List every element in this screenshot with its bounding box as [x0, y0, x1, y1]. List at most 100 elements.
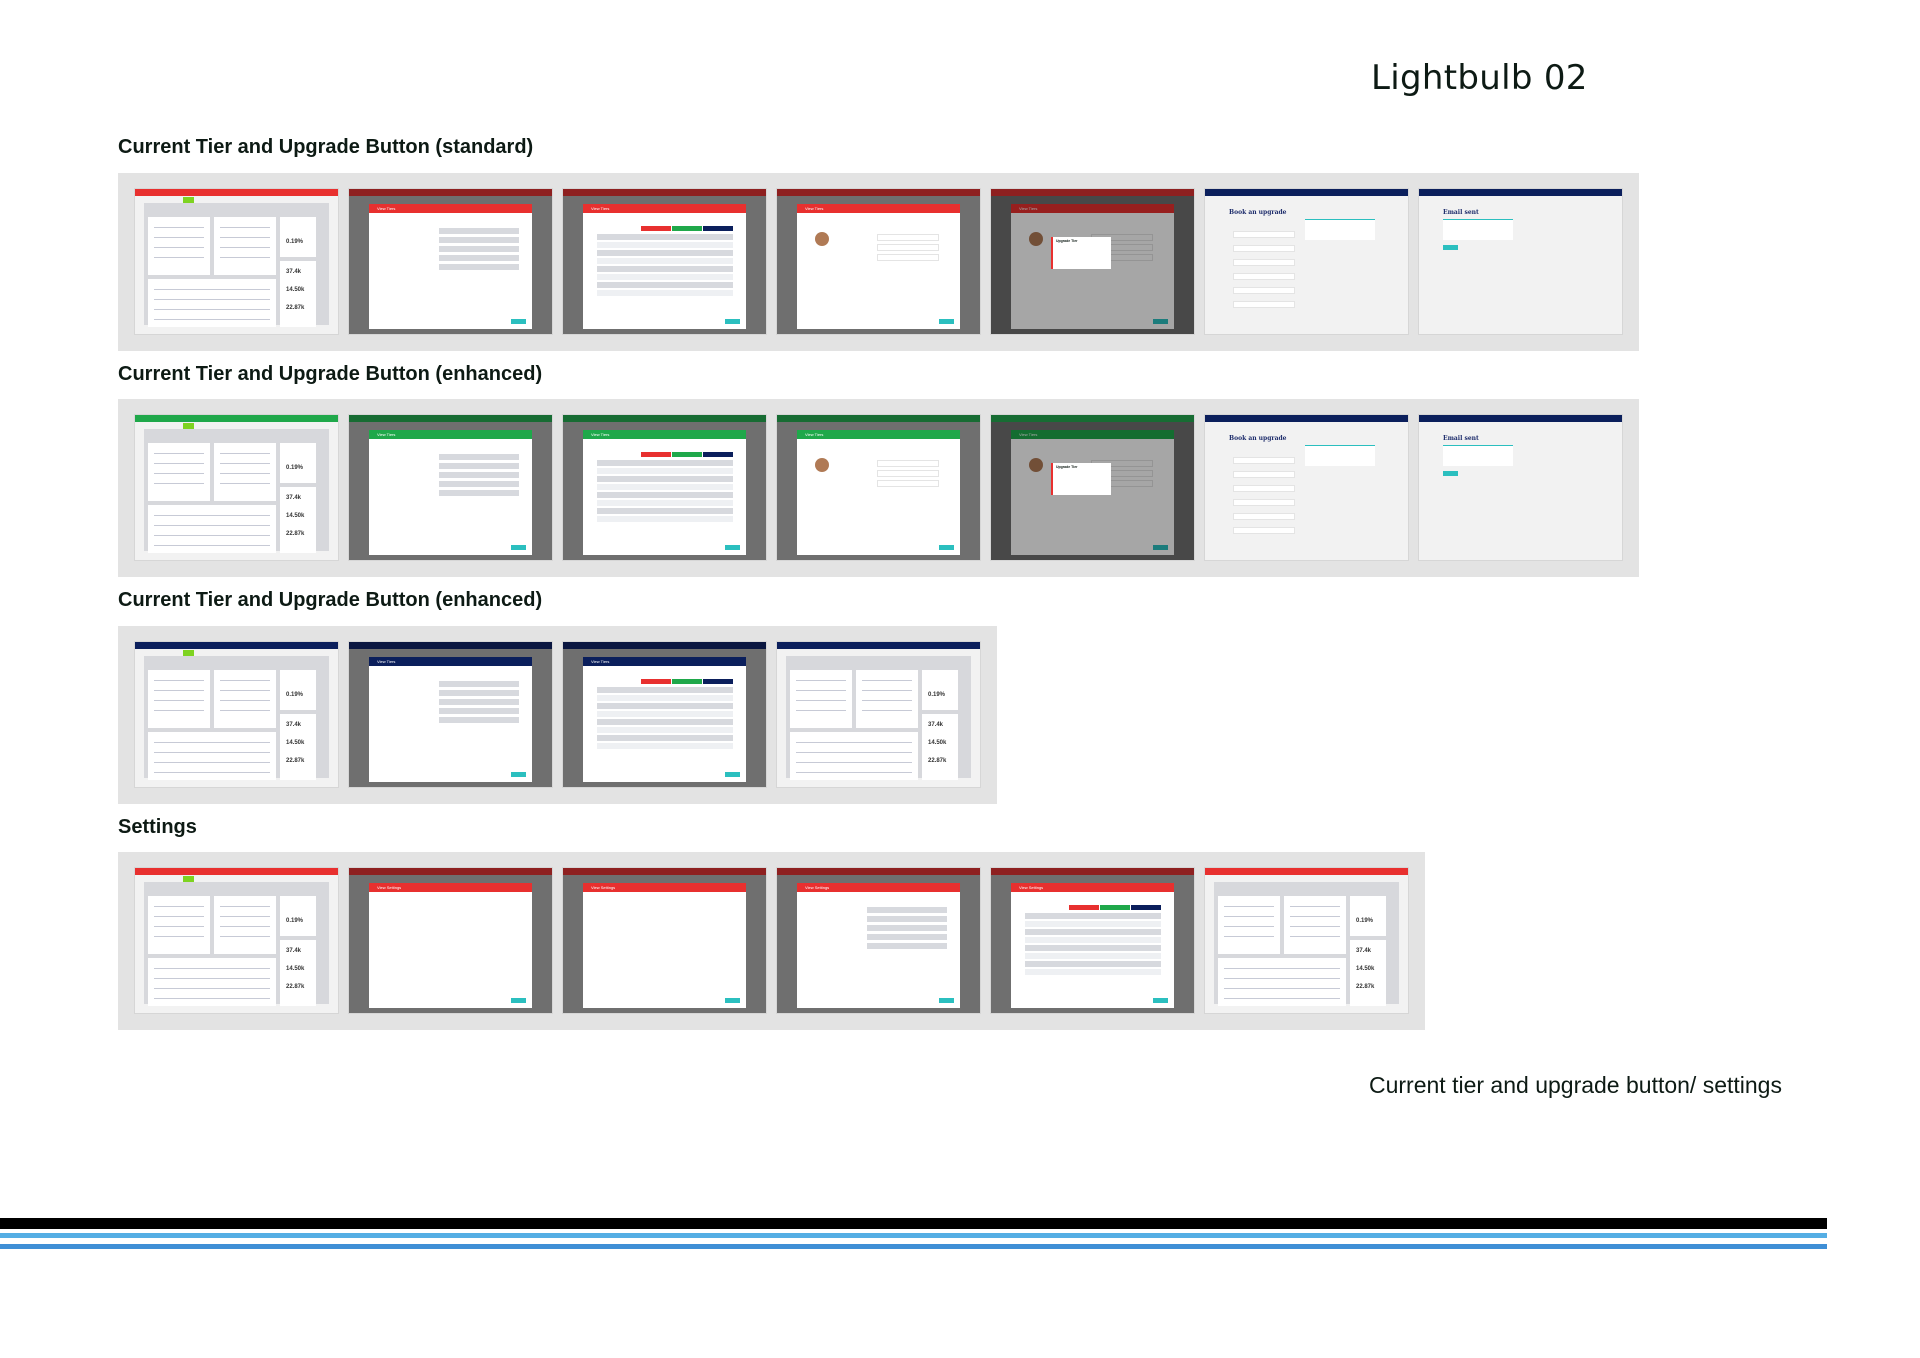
chart-gridline	[220, 936, 270, 937]
ok-button[interactable]	[725, 772, 740, 777]
chart-gridline	[154, 936, 204, 937]
dialog-title: Upgrade Tier	[1056, 239, 1078, 243]
screen-thumbnail-tiers-compare[interactable]: View Tiers	[563, 189, 766, 334]
form-field[interactable]	[1233, 259, 1295, 266]
ok-button[interactable]	[1153, 545, 1168, 550]
ok-button[interactable]	[511, 319, 526, 324]
chart-gridline	[154, 227, 204, 228]
form-title: Email sent	[1443, 209, 1479, 216]
form-field[interactable]	[1233, 513, 1295, 520]
chart-card	[148, 896, 210, 954]
screen-thumbnail-book[interactable]: Book an upgrade	[1205, 189, 1408, 334]
ok-button[interactable]	[511, 772, 526, 777]
stat-card: 0.19%	[280, 217, 316, 257]
list-row	[439, 228, 519, 234]
chart-card	[148, 505, 276, 553]
modal-title: View Tiers	[369, 430, 532, 439]
app-header	[991, 868, 1194, 875]
info-card	[1305, 219, 1375, 240]
feature-row	[597, 468, 733, 474]
ok-button[interactable]	[1153, 319, 1168, 324]
chart-gridline	[154, 545, 270, 546]
tier-column-header	[641, 452, 671, 457]
form-field	[877, 244, 939, 251]
chart-gridline	[154, 453, 204, 454]
list-row	[439, 699, 519, 705]
tier-column-header	[672, 679, 702, 684]
modal-title: View Settings	[797, 883, 960, 892]
form-field[interactable]	[1233, 485, 1295, 492]
screen-thumbnail-tiers-features[interactable]: View Tiers	[349, 642, 552, 787]
ok-button[interactable]	[511, 998, 526, 1003]
chart-gridline	[796, 742, 912, 743]
form-field[interactable]	[1233, 527, 1295, 534]
form-field[interactable]	[1233, 301, 1295, 308]
feature-row	[597, 234, 733, 240]
screen-thumbnail-settings-blank[interactable]: View Settings	[349, 868, 552, 1013]
done-button[interactable]	[1443, 245, 1458, 250]
ok-button[interactable]	[939, 545, 954, 550]
app-header	[349, 189, 552, 196]
chart-card	[214, 670, 276, 728]
done-button[interactable]	[1443, 471, 1458, 476]
form-field[interactable]	[1233, 231, 1295, 238]
stat-card: 0.19%	[280, 670, 316, 710]
chart-gridline	[1290, 926, 1340, 927]
feature-row	[597, 727, 733, 733]
screen-thumbnail-tiers-profile[interactable]: View Tiers	[777, 189, 980, 334]
screen-thumbnail-settings-list[interactable]: View Settings	[777, 868, 980, 1013]
divider-blue	[0, 1244, 1827, 1249]
ok-button[interactable]	[939, 319, 954, 324]
screen-thumbnail-tiers-compare[interactable]: View Tiers	[563, 415, 766, 560]
ok-button[interactable]	[725, 998, 740, 1003]
screen-thumbnail-settings-blank[interactable]: View Settings	[563, 868, 766, 1013]
ok-button[interactable]	[511, 545, 526, 550]
form-field	[877, 470, 939, 477]
modal-title: View Tiers	[583, 430, 746, 439]
screen-thumbnail-tiers-features[interactable]: View Tiers	[349, 189, 552, 334]
chart-gridline	[796, 700, 846, 701]
screen-thumbnail-tiers-profile[interactable]: View Tiers	[777, 415, 980, 560]
chart-gridline	[154, 473, 204, 474]
form-field[interactable]	[1233, 471, 1295, 478]
screen-thumbnail-sent[interactable]: Email sent	[1419, 415, 1622, 560]
modal: View Tiers	[583, 657, 746, 782]
form-field[interactable]	[1233, 273, 1295, 280]
tier-column-header	[1100, 905, 1130, 910]
current-tier-badge	[183, 423, 194, 429]
info-card	[1443, 219, 1513, 240]
screen-thumbnail-sent[interactable]: Email sent	[1419, 189, 1622, 334]
screen-thumbnail-tiers-compare[interactable]: View Tiers	[563, 642, 766, 787]
ok-button[interactable]	[1153, 998, 1168, 1003]
screen-thumbnail-tiers-features[interactable]: View Tiers	[349, 415, 552, 560]
form-field[interactable]	[1233, 245, 1295, 252]
screen-thumbnail-book[interactable]: Book an upgrade	[1205, 415, 1408, 560]
list-row	[867, 943, 947, 949]
ok-button[interactable]	[725, 319, 740, 324]
stat-value: 37.4k	[286, 269, 302, 275]
screen-thumbnail-settings-compare[interactable]: View Settings	[991, 868, 1194, 1013]
form-field[interactable]	[1233, 499, 1295, 506]
ok-button[interactable]	[725, 545, 740, 550]
form-field[interactable]	[1233, 287, 1295, 294]
feature-row	[597, 516, 733, 522]
stat-value: 37.4k	[1356, 948, 1372, 954]
stat-value: 37.4k	[286, 495, 302, 501]
ok-button[interactable]	[939, 998, 954, 1003]
chart-gridline	[154, 988, 270, 989]
app-header	[563, 642, 766, 649]
form-field[interactable]	[1233, 457, 1295, 464]
